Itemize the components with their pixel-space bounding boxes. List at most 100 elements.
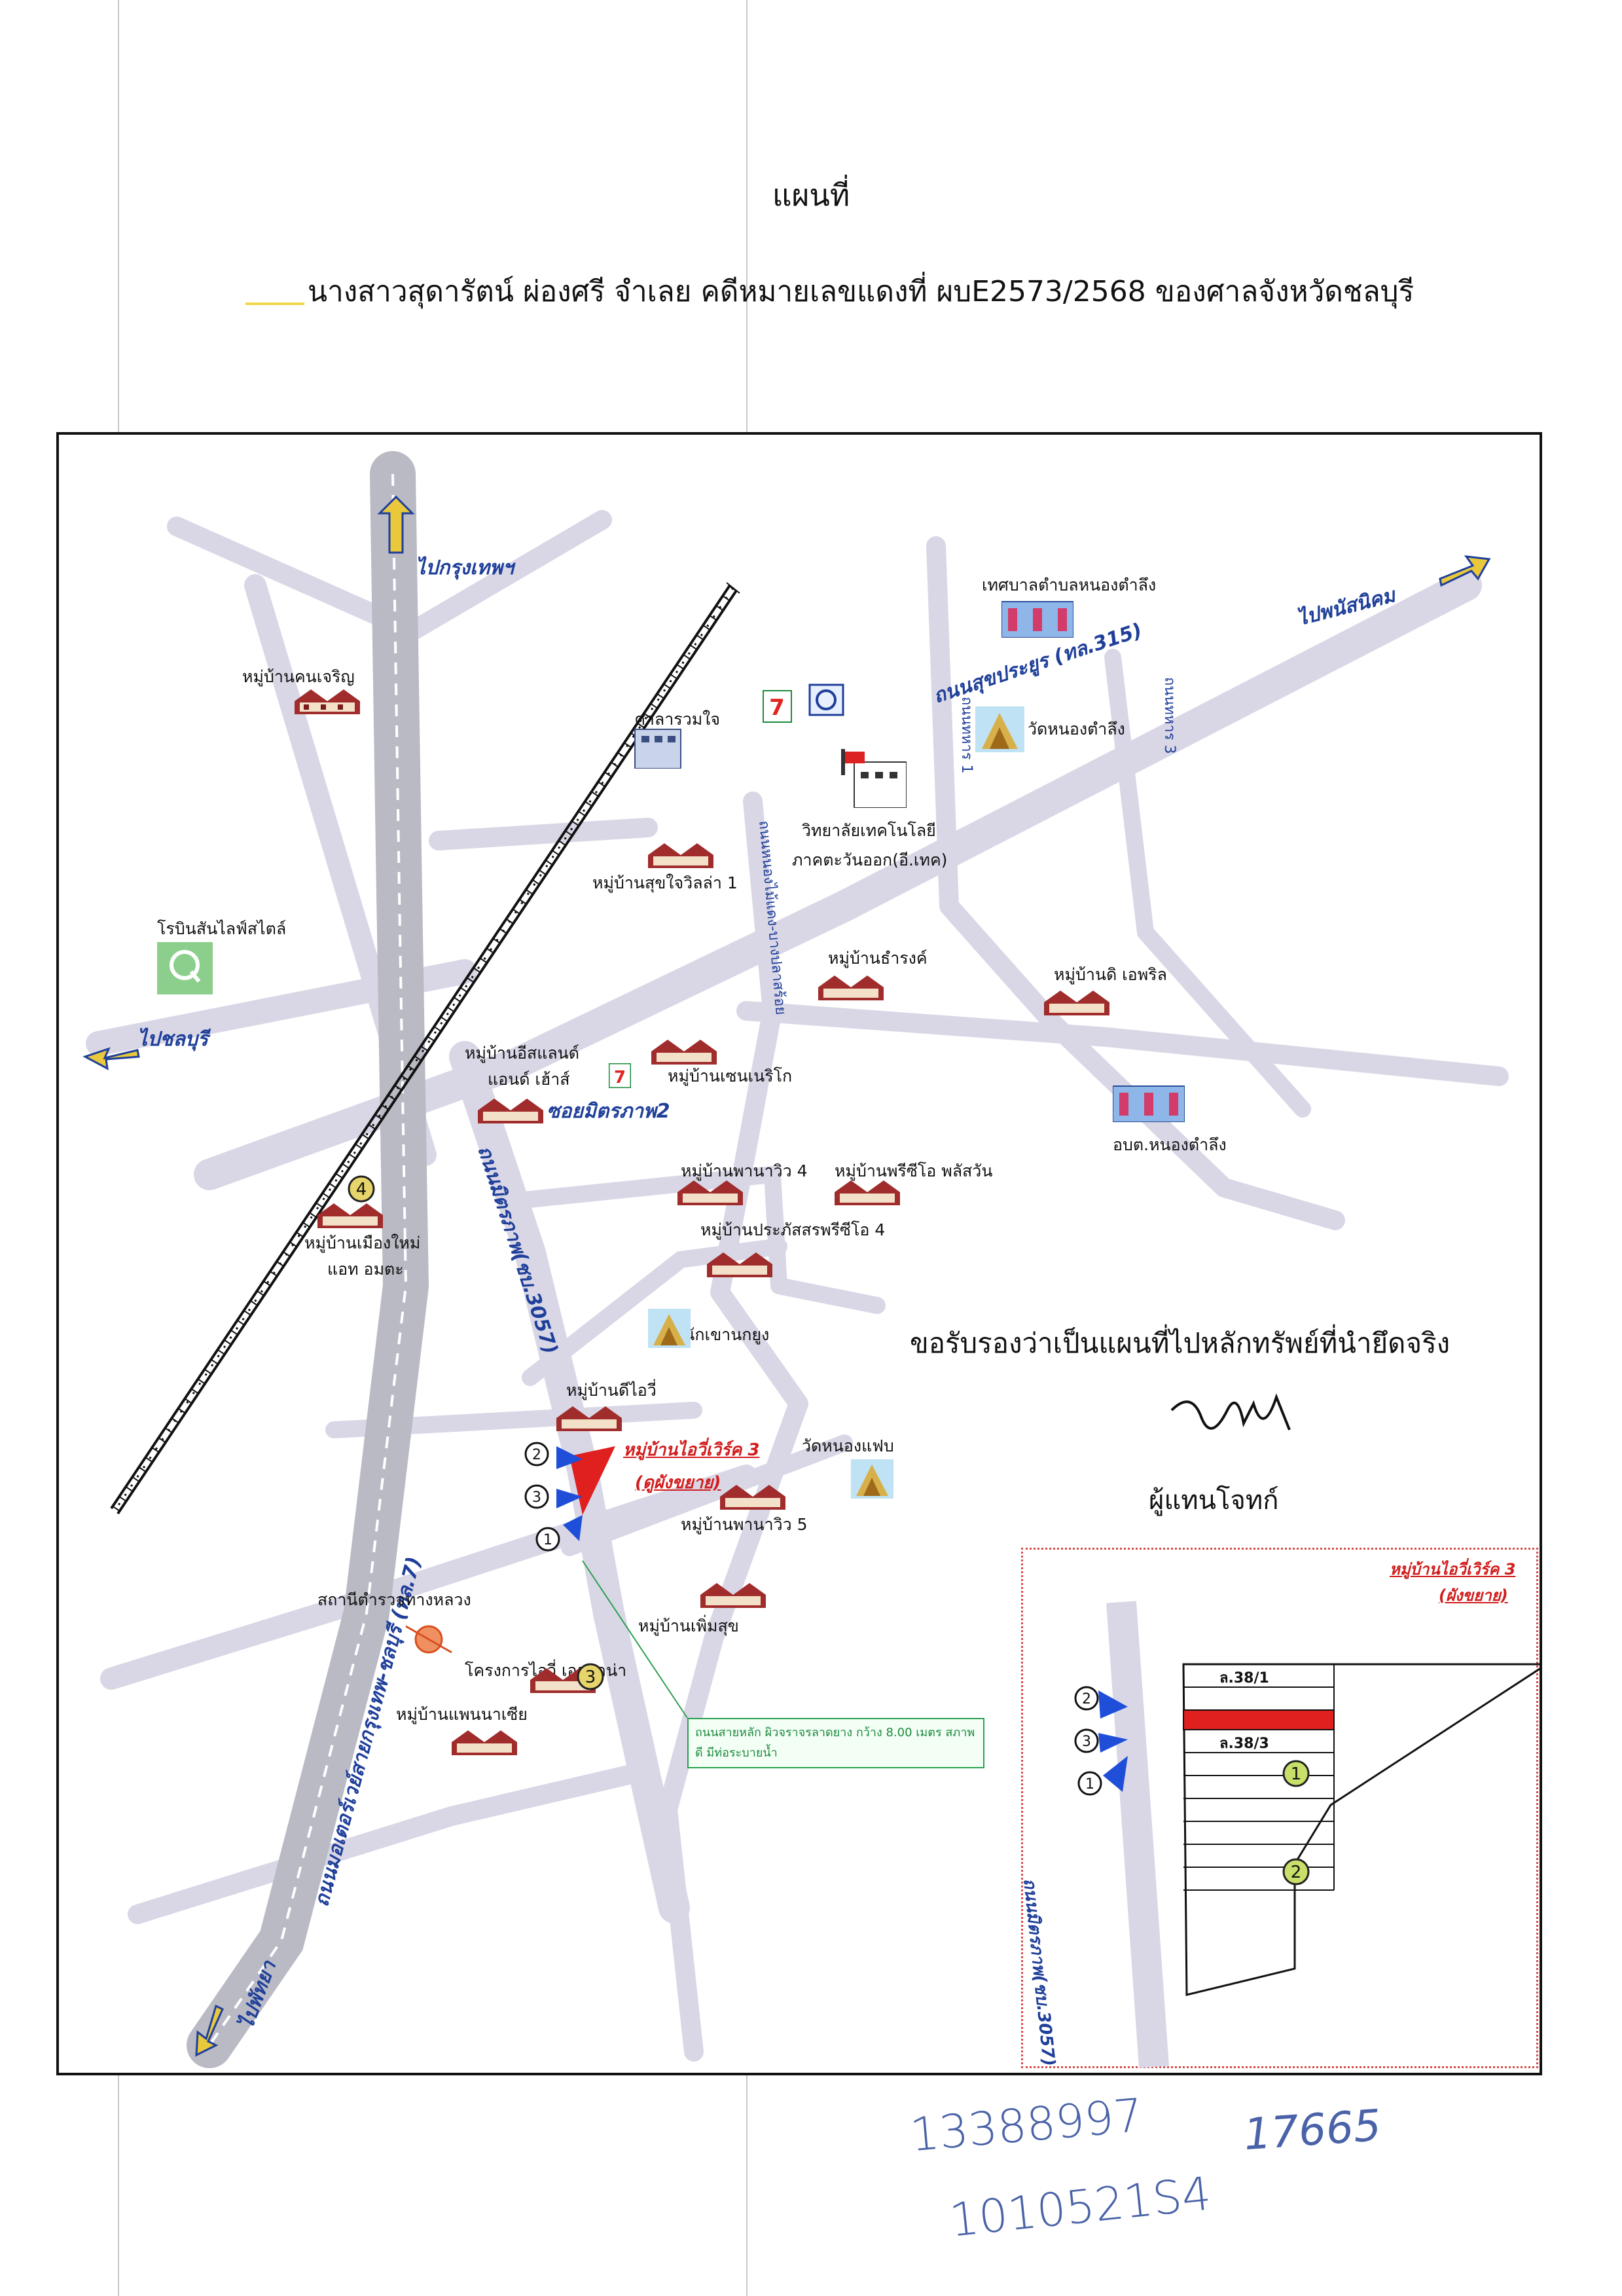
marker-3: 3 (576, 1662, 605, 1691)
place-wat-nong-tamlueng: วัดหนองตำลึง (1028, 720, 1125, 738)
place-college-2: ภาคตะวันออก(อี.เทค) (792, 850, 948, 869)
temple-icon (975, 706, 1024, 752)
inset-pointer-2-label: 2 (1082, 1691, 1091, 1707)
inset-title-2: (ผังขยาย) (1439, 1586, 1508, 1605)
road-inner (509, 1166, 886, 1314)
hand1-road-label: ถนนทหาร 1 (958, 697, 975, 774)
inset-title-1: หมู่บ้านไอวี่เวิร์ค 3 (1390, 1560, 1516, 1578)
inset-lot-highlight (1183, 1709, 1335, 1730)
pointer-marker-1: 1 (533, 1525, 562, 1554)
village-house-icon (478, 1096, 543, 1123)
inset-pointers (1098, 1690, 1128, 1792)
direction-chonburi: ไปชลบุรี (137, 1028, 209, 1051)
handwritten-number-2: 1010521S4 (946, 2166, 1214, 2248)
inset-pointer-1-label: 1 (1085, 1776, 1094, 1793)
municipality-building-icon (1001, 595, 1073, 638)
place-island-1: หมู่บ้านอีสแลนด์ (465, 1044, 579, 1063)
pointer-marker-3: 3 (522, 1482, 551, 1511)
place-d-april: หมู่บ้านดิ เอพริล (1054, 965, 1167, 984)
marker-3-label: 3 (585, 1667, 596, 1687)
pointer-2-icon (556, 1446, 583, 1469)
page-subtitle: นางสาวสุดารัตน์ ผ่องศรี จำเลย คดีหมายเลข… (308, 275, 1415, 308)
place-muang-mai-1: หมู่บ้านเมืองใหม่ (304, 1233, 421, 1252)
place-robinson: โรบินสันไลฟ์สไตล์ (157, 919, 287, 938)
robinson-logo-icon (157, 942, 213, 994)
village-house-icon (677, 1178, 743, 1205)
svg-text:7: 7 (614, 1068, 626, 1087)
pointer-marker-2: 2 (522, 1440, 551, 1468)
place-preecha: หมู่บ้านพรีซีโอ พลัสวัน (835, 1161, 993, 1180)
hand3-label: ถนนทหาร 3 (1161, 677, 1178, 754)
signature-text: ภพ (1296, 1445, 1303, 1451)
place-suk-jai: หมู่บ้านสุขใจวิลล่า 1 (592, 873, 738, 892)
village-house-icon (295, 687, 360, 714)
inset-canvas (1098, 1601, 1540, 2068)
inset-map: หมู่บ้านไอวี่เวิร์ค 3 (ผังขยาย) (1019, 1548, 1540, 2068)
pointer-3-icon (556, 1489, 583, 1508)
svg-text:7: 7 (769, 695, 785, 721)
road-east (736, 1001, 1509, 1086)
inset-green-marker-2: 2 (1282, 1857, 1310, 1886)
village-house-icon (556, 1404, 622, 1431)
temple-icon (648, 1309, 691, 1348)
place-panawiw4: หมู่บ้านพานาวิว 4 (681, 1161, 808, 1180)
inset-pointer-1-icon (1103, 1756, 1128, 1792)
village-house-icon (818, 973, 884, 1000)
road-southwest (128, 1760, 658, 1924)
bank-icon (808, 683, 844, 716)
map-canvas: ถนนมอเตอร์เวย์สายกรุงเทพ-ชลบุรี (ทล.7) ถ… (82, 451, 1509, 2068)
location-pointers (556, 1446, 583, 1541)
place-college-1: วิทยาลัยเทคโนโลยี (802, 821, 936, 840)
direction-arrows (82, 495, 1491, 2057)
handwritten-number-3: 17665 (1242, 2100, 1383, 2160)
place-senericho: หมู่บ้านเซนเนริโก (668, 1066, 793, 1085)
inset-lot-2: ล.38/3 (1219, 1736, 1269, 1752)
village-house-icon (452, 1728, 517, 1755)
place-sala-ruam-jai: ศาลารวมใจ (635, 710, 721, 729)
marker-4-label: 4 (356, 1180, 367, 1199)
target-label-1: หมู่บ้านไอวี่เวิร์ค 3 (623, 1440, 760, 1460)
inset-lot-1: ล.38/1 (1219, 1670, 1269, 1686)
arrow-left-icon (82, 1047, 140, 1070)
college-building-icon (835, 749, 907, 808)
seven-eleven-icon: 7 (609, 1063, 631, 1088)
target-parcel-red (569, 1446, 615, 1515)
road-connector-2 (522, 1238, 787, 1386)
arrow-down-icon (195, 2004, 224, 2057)
target-label-2: (ดูผังขยาย) (635, 1473, 721, 1493)
legend-line (245, 302, 304, 305)
hand3-road-label: ถนนทหาร 3 (1161, 677, 1178, 754)
place-wat-nong-khaep: วัดหนองแฟบ (802, 1436, 894, 1455)
village-house-icon (707, 1250, 772, 1277)
soi-mitraphap2-label: ซอยมิตรภาพ2 (547, 1100, 670, 1123)
place-muang-mai-2: แอท อมตะ (327, 1260, 404, 1279)
place-thanarong: หมู่บ้านธำรงค์ (828, 949, 928, 968)
pointer-1-icon (563, 1515, 583, 1541)
place-island-2: แอนด์ เฮ้าส์ (488, 1070, 570, 1089)
village-house-icon (317, 1201, 383, 1228)
place-khon-charoen: หมู่บ้านคนเจริญ (242, 667, 355, 686)
place-permsuk: หมู่บ้านเพิ่มสุข (638, 1616, 739, 1635)
inset-lot-lines (1183, 1664, 1335, 1891)
road-sukprayoon (194, 570, 1482, 1190)
map-frame: ถนนมอเตอร์เวย์สายกรุงเทพ-ชลบุรี (ทล.7) ถ… (56, 432, 1542, 2075)
temple-icon (851, 1459, 893, 1499)
highway-motorway (187, 451, 429, 2068)
note-leader (582, 1560, 688, 1719)
police-station-icon (405, 1625, 452, 1654)
hand1-label: ถนนทหาร 1 (958, 697, 975, 774)
road-note: ถนนสายหลัก ผิวจราจรลาดยาง กว้าง 8.00 เมต… (687, 1718, 984, 1769)
signature: ภพ (1165, 1384, 1309, 1456)
place-muni: เทศบาลตำบลหนองตำลึง (982, 575, 1157, 594)
arrow-right-icon (1439, 555, 1491, 587)
page-title: แผนที่ (772, 177, 850, 213)
arrow-up-icon (377, 495, 415, 554)
inset-pointer-marker-3: 3 (1072, 1726, 1101, 1755)
inset-pointer-marker-1: 1 (1075, 1769, 1104, 1798)
certify-text: ขอรับรองว่าเป็นแผนที่ไปหลักทรัพย์ที่นำยึ… (910, 1327, 1451, 1359)
sala-building-icon (632, 723, 684, 769)
village-house-icon (700, 1580, 766, 1608)
representative-label: ผู้แทนโจทก์ (1149, 1485, 1279, 1516)
marker-4: 4 (347, 1175, 376, 1203)
place-police: สถานีตำรวจทางหลวง (317, 1590, 471, 1609)
